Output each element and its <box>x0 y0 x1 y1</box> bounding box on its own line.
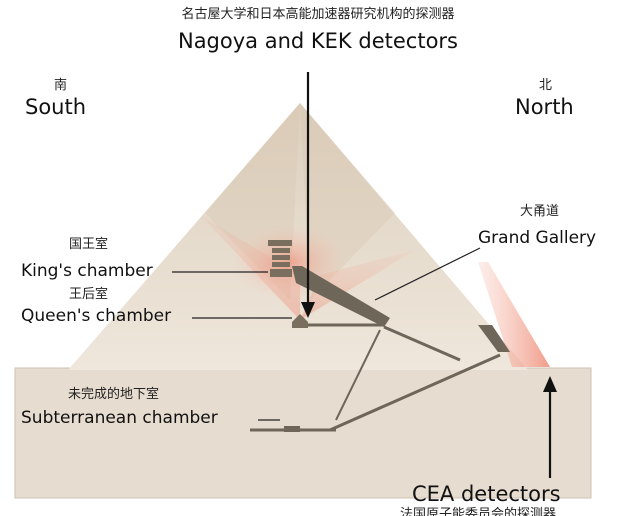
grand-gallery-en: Grand Gallery <box>478 228 597 248</box>
kings-chamber-structure <box>268 240 292 277</box>
cea-arrow-head <box>543 376 557 392</box>
subterranean-chamber-structure <box>284 426 300 432</box>
north-en: North <box>515 95 574 119</box>
cea-beam <box>478 262 550 367</box>
well-shaft <box>335 329 381 421</box>
descending-corridor <box>329 353 501 432</box>
gallery-leader <box>374 247 481 301</box>
grand-gallery-cn: 大甬道 <box>520 204 560 219</box>
subterranean-en: Subterranean chamber <box>21 408 218 428</box>
south-cn: 南 <box>54 78 68 93</box>
title-en: Nagoya and KEK detectors <box>177 29 458 53</box>
grand-gallery <box>292 266 390 327</box>
queens-chamber-en: Queen's chamber <box>21 306 172 326</box>
kings-chamber-en: King's chamber <box>21 261 153 281</box>
title-cn: 名古屋大学和日本高能加速器研究机构的探测器 <box>181 7 455 22</box>
muon-beam-right <box>300 250 415 320</box>
ground-block <box>14 367 592 499</box>
north-entrance <box>478 325 510 352</box>
cea-cn: 法国原子能委员会的探测器 <box>400 507 557 516</box>
queens-chamber-structure <box>292 314 308 328</box>
ascending-corridor <box>383 325 461 362</box>
south-en: South <box>25 95 87 119</box>
kings-chamber-cn: 国王室 <box>69 237 109 252</box>
nagoya-kek-arrow-head <box>301 302 315 318</box>
queens-chamber-cn: 王后室 <box>69 287 109 302</box>
cea-en: CEA detectors <box>412 482 561 506</box>
north-cn: 北 <box>539 78 553 93</box>
subterranean-cn: 未完成的地下室 <box>68 387 160 402</box>
